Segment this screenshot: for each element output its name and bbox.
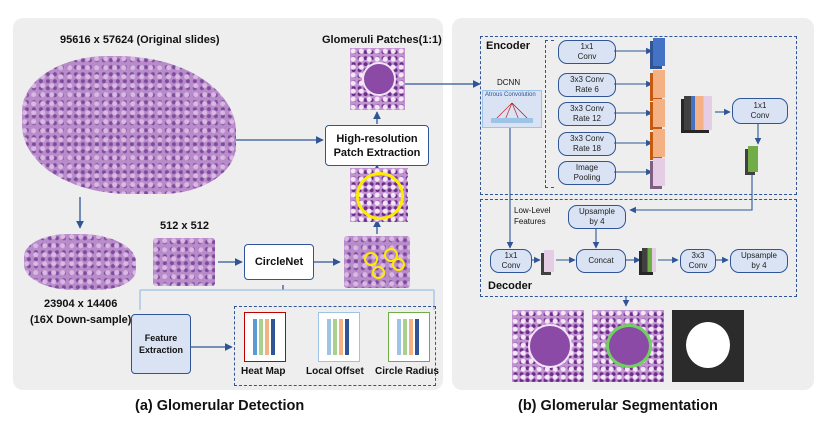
conv1x1-b-box: 1x1 Conv xyxy=(732,98,788,124)
fmap-green xyxy=(748,146,758,172)
original-slide-label: 95616 x 57624 (Original slides) xyxy=(60,34,220,46)
upsample4-b-box: Upsample by 4 xyxy=(730,249,788,273)
decoder-label: Decoder xyxy=(488,280,533,292)
upsample4-a-box: Upsample by 4 xyxy=(568,205,626,229)
offset-label: Local Offset xyxy=(306,366,364,377)
conv-rate18-box: 3x3 Conv Rate 18 xyxy=(558,132,616,156)
hr-patch-extraction-box: High-resolution Patch Extraction xyxy=(325,125,429,166)
downsampled-slide-image xyxy=(24,234,136,290)
patches-label: Glomeruli Patches(1:1) xyxy=(322,34,442,46)
seg-mask xyxy=(672,310,744,382)
conv-rate12-box: 3x3 Conv Rate 12 xyxy=(558,102,616,126)
original-slide-image xyxy=(22,56,236,194)
fmap-concat-stack xyxy=(684,96,712,130)
image-pooling-box: Image Pooling xyxy=(558,161,616,185)
fmap-orange-3 xyxy=(653,129,665,157)
heatmap-label: Heat Map xyxy=(241,366,286,377)
feature-extraction-box: Feature Extraction xyxy=(131,314,191,374)
lowlevel-label: Low-Level Features xyxy=(514,206,551,226)
conv1x1-a-box: 1x1 Conv xyxy=(558,40,616,64)
concat-box: Concat xyxy=(576,249,626,273)
fmap-orange-1 xyxy=(653,70,665,98)
fmap-blue xyxy=(653,38,665,66)
feature-maps-group xyxy=(234,306,436,386)
conv1x1-c-box: 1x1 Conv xyxy=(490,249,532,273)
glomeruli-patch-image xyxy=(350,48,405,110)
fmap-orange-2 xyxy=(653,99,665,127)
radius-frame xyxy=(388,312,430,362)
atrous-label: Atrous Convolution xyxy=(485,92,536,98)
size512-label: 512 x 512 xyxy=(160,220,209,232)
tile-512-image xyxy=(153,238,215,286)
dcnn-label: DCNN xyxy=(497,78,521,87)
decoder-region xyxy=(480,199,797,297)
conv3x3-box: 3x3 Conv xyxy=(680,249,716,273)
detected-patch-zoom xyxy=(350,168,408,222)
radius-label: Circle Radius xyxy=(375,366,439,377)
conv-rate6-box: 3x3 Conv Rate 6 xyxy=(558,73,616,97)
downsample-label: 23904 x 14406 (16X Down-sample) xyxy=(30,298,132,326)
detection-output-image xyxy=(344,236,410,288)
fmap-concat-dec xyxy=(642,248,656,272)
encoder-region xyxy=(480,36,797,195)
fmap-lowlevel xyxy=(544,250,554,272)
offset-frame xyxy=(318,312,360,362)
seg-overlay-patch xyxy=(592,310,664,382)
caption-segmentation: (b) Glomerular Segmentation xyxy=(518,398,718,414)
aspp-bracket xyxy=(545,40,554,188)
fmap-pink xyxy=(653,158,665,186)
atrous-conv-block: Atrous Convolution xyxy=(482,90,542,128)
caption-detection: (a) Glomerular Detection xyxy=(135,398,305,414)
seg-input-patch xyxy=(512,310,584,382)
circlenet-box: CircleNet xyxy=(244,244,314,280)
encoder-label: Encoder xyxy=(486,40,531,52)
heatmap-frame xyxy=(244,312,286,362)
